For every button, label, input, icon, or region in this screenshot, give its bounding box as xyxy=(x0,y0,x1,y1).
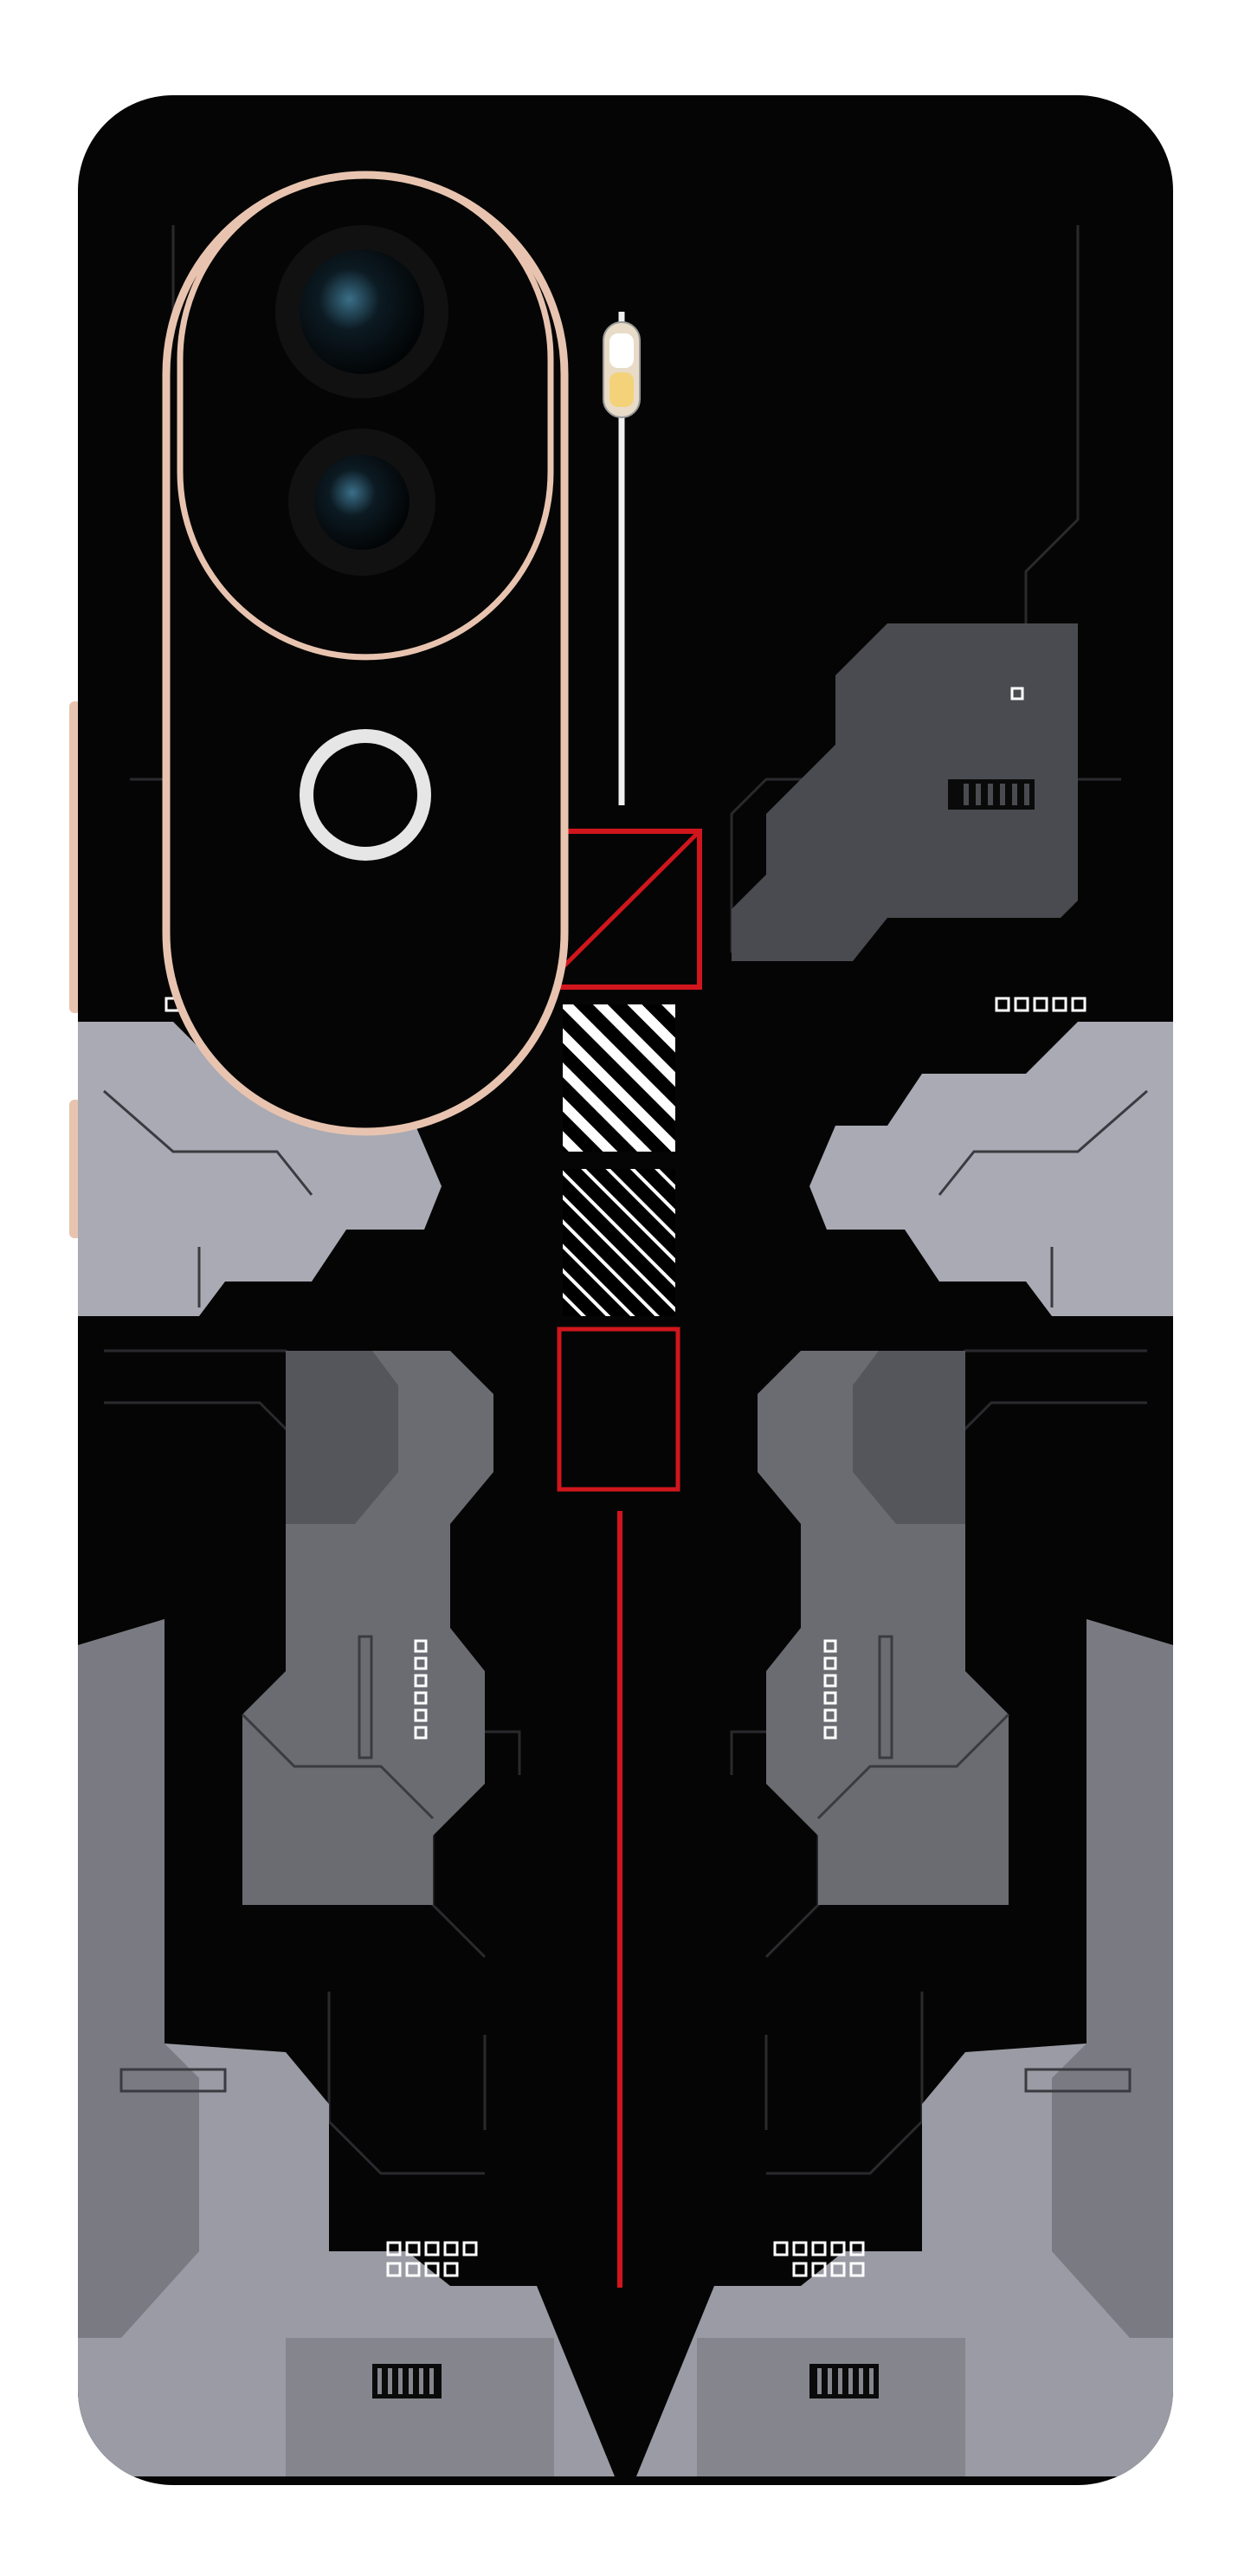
hatched-block-bold xyxy=(563,1004,675,1152)
red-square xyxy=(557,1327,680,1492)
flash xyxy=(603,312,641,805)
camera-module xyxy=(162,171,569,1136)
hatched-block-thin xyxy=(563,1169,675,1316)
sensor-ring xyxy=(300,729,431,861)
